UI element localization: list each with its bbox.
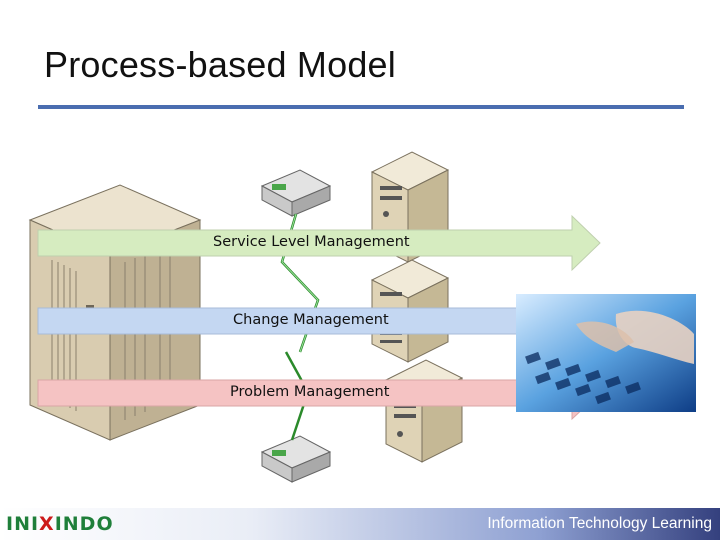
footer-bar (0, 508, 720, 540)
slide-title: Process-based Model (44, 44, 396, 85)
title-underline (38, 105, 684, 109)
arrow-label-problem: Problem Management (230, 384, 390, 400)
logo-prefix: INI (6, 513, 40, 535)
arrow-service-level (37, 214, 601, 272)
logo-suffix: INDO (54, 513, 114, 535)
brand-logo: INIXINDO (6, 513, 114, 535)
keyboard-photo-icon (516, 294, 696, 412)
footer-tagline: Information Technology Learning (487, 515, 712, 532)
network-switch-icon (260, 435, 332, 483)
tower-server-icon (384, 359, 464, 463)
arrow-label-service-level: Service Level Management (213, 234, 410, 250)
arrow-label-change: Change Management (233, 312, 389, 328)
network-switch-icon (260, 169, 332, 217)
logo-x-mark: X (39, 513, 55, 535)
